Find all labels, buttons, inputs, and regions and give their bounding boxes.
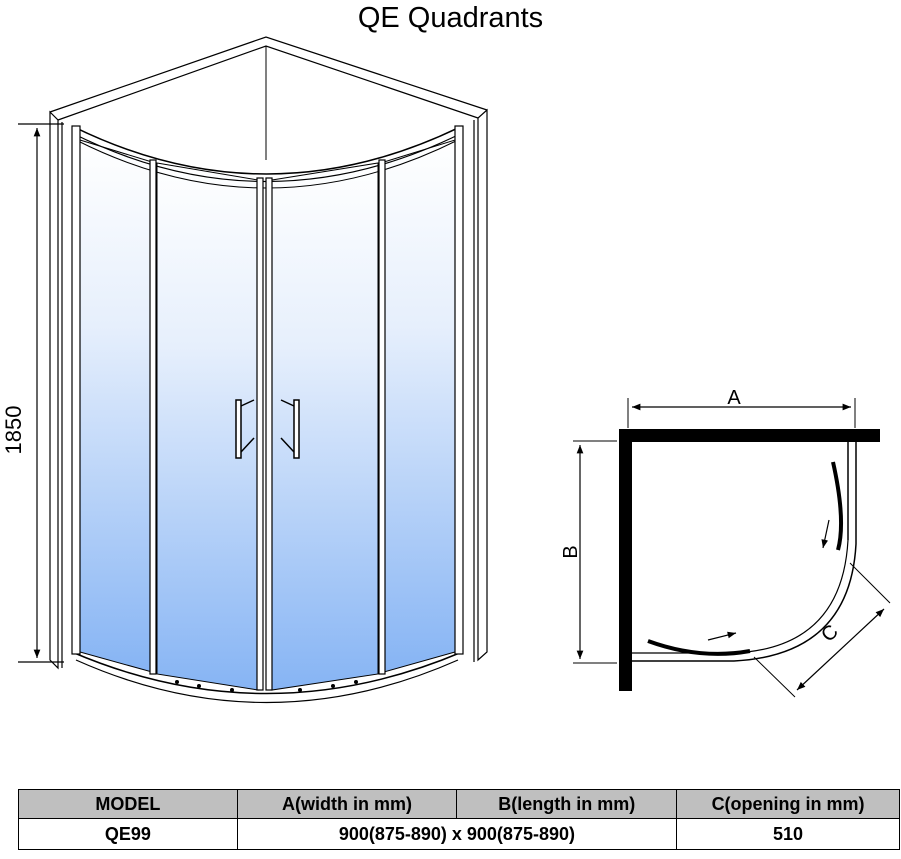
cell-model: QE99 xyxy=(18,818,238,850)
back-wall-inner-edge xyxy=(57,45,479,121)
left-frame-profile xyxy=(71,125,81,655)
right-door-edge xyxy=(265,177,273,691)
left-door-edge xyxy=(256,177,264,691)
cell-opening: 510 xyxy=(676,818,900,850)
glass-right-fixed xyxy=(383,139,456,673)
back-wall-top-edge xyxy=(49,36,488,113)
height-label: 1850 xyxy=(1,406,26,455)
plan-curved-tray xyxy=(733,543,857,662)
left-door-handle xyxy=(235,399,255,459)
plan-left-wall xyxy=(619,429,632,691)
right-fixed-edge xyxy=(378,159,386,675)
table-row: QE99 900(875-890) x 900(875-890) 510 xyxy=(18,818,900,850)
shower-enclosure-drawing: 1850 A B C xyxy=(1,36,891,704)
header-length: B(length in mm) xyxy=(456,789,678,819)
diagram-title: QE Quadrants xyxy=(357,2,544,34)
plan-bottom-door-arc xyxy=(647,639,751,656)
dimension-c-label: C xyxy=(817,621,843,647)
bottom-curved-rail xyxy=(71,651,463,695)
spec-table-header: MODEL A(width in mm) B(length in mm) C(o… xyxy=(18,789,900,819)
bottom-rollers xyxy=(175,680,358,692)
left-fixed-edge xyxy=(149,159,157,675)
glass-right-door xyxy=(271,162,379,691)
header-opening: C(opening in mm) xyxy=(676,789,900,819)
header-width: A(width in mm) xyxy=(236,789,458,819)
plan-view xyxy=(573,398,891,698)
left-wall-post xyxy=(49,110,59,670)
dimension-b-label: B xyxy=(560,545,582,558)
cell-size: 900(875-890) x 900(875-890) xyxy=(236,818,678,850)
plan-right-door-arc xyxy=(831,461,844,551)
spec-table: MODEL A(width in mm) B(length in mm) C(o… xyxy=(18,789,900,850)
glass-left-fixed xyxy=(79,139,153,673)
dimension-a-label: A xyxy=(727,387,741,409)
header-model: MODEL xyxy=(18,789,238,819)
right-frame-profile xyxy=(454,125,464,655)
glass-left-door xyxy=(156,162,259,691)
right-wall-post xyxy=(477,108,488,662)
plan-top-wall xyxy=(619,429,880,442)
height-dimension xyxy=(18,123,64,663)
enclosure-3d xyxy=(49,36,488,704)
right-door-handle xyxy=(280,399,300,459)
top-curved-rail xyxy=(71,125,463,175)
